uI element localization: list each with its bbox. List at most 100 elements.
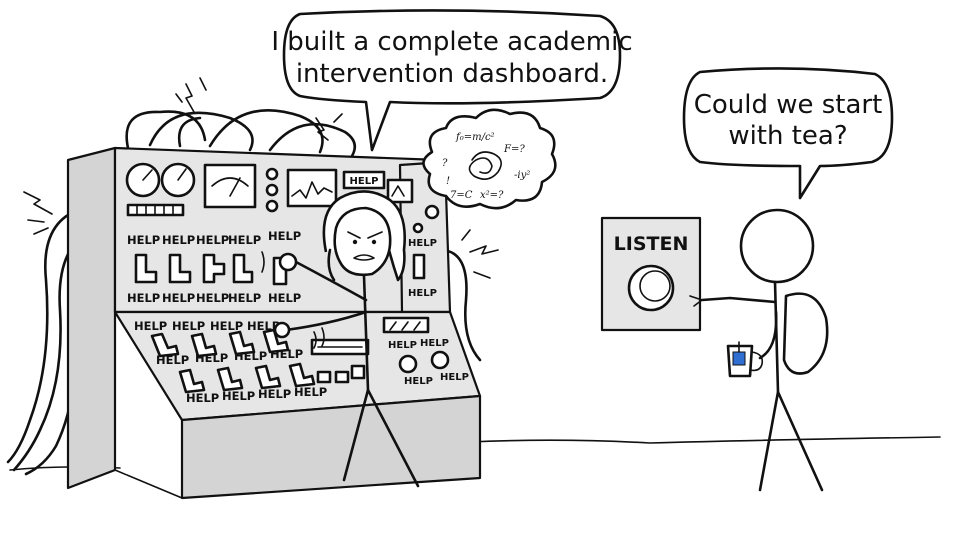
help-label: HELP (388, 340, 417, 351)
listen-sign: LISTEN (600, 216, 702, 332)
small-screen-graph (391, 185, 405, 197)
angry-brows (347, 231, 383, 239)
formula-text: 7=C (450, 190, 473, 201)
level-bar-ticks (136, 204, 174, 216)
console-base-edge (114, 469, 183, 499)
speech-bubble-left: I built a complete academic intervention… (271, 9, 633, 152)
speech-left-line1: I built a complete academic (271, 27, 632, 57)
help-label: HELP (210, 319, 243, 333)
speech-right-line2: with tea? (728, 121, 847, 151)
mug-handle (749, 351, 764, 372)
formula-text: ! (446, 176, 450, 187)
help-label: HELP (350, 176, 379, 187)
spark-marks (23, 77, 499, 279)
lever-switch (202, 253, 226, 284)
lever-switch (228, 330, 256, 356)
listen-label: LISTEN (614, 233, 689, 255)
square-button (334, 370, 350, 384)
help-label: HELP (134, 319, 167, 333)
tea-bag-tag (732, 351, 746, 366)
formula-text: f₀=m/c² (455, 132, 495, 143)
help-label: HELP (228, 291, 261, 305)
formula-text: x²=? (480, 190, 504, 201)
speech-right-line1: Could we start (694, 90, 883, 120)
help-label: HELP (127, 233, 160, 247)
formula-text: -iy² (514, 170, 530, 181)
help-label: HELP (440, 372, 469, 383)
knob (265, 167, 279, 181)
lever-switch (254, 364, 282, 390)
speech-bubble-right: Could we start with tea? (682, 67, 894, 200)
scribble-knot (468, 151, 502, 180)
help-label: HELP (162, 233, 195, 247)
meter-window (203, 163, 257, 209)
backpack (782, 292, 829, 375)
pointing-finger (689, 295, 703, 307)
lever-switch (168, 253, 192, 284)
lever-switch (232, 253, 254, 284)
hand (273, 321, 291, 339)
arm-down (284, 310, 368, 332)
meter-needle (211, 177, 249, 197)
thought-cloud: f₀=m/c² F=? ? -iy² 7=C x²=? ! (412, 108, 557, 234)
arm-holding-mug (758, 310, 778, 360)
arm-pointing (700, 296, 777, 304)
knob (265, 183, 279, 197)
body-line (773, 280, 780, 394)
stick-figure-character (689, 208, 829, 492)
knob (265, 199, 279, 213)
help-label: HELP (127, 291, 160, 305)
help-label: HELP (222, 389, 255, 403)
help-label: HELP (420, 338, 449, 349)
square-button (350, 364, 366, 380)
help-label: HELP (404, 376, 433, 387)
legs (342, 388, 420, 488)
thought-dot (424, 204, 440, 220)
motion-lines (261, 251, 325, 349)
lever-switch (134, 253, 158, 284)
help-tag-top (342, 170, 386, 190)
help-label: HELP (408, 288, 437, 299)
round-button (398, 354, 418, 374)
help-label: HELP (294, 385, 327, 399)
gauge-needle (142, 169, 153, 181)
lever-switch (288, 362, 316, 388)
help-label: HELP (268, 229, 301, 243)
listen-button[interactable] (627, 264, 675, 312)
body-line (362, 274, 370, 392)
oscilloscope-wave (291, 181, 333, 199)
oscilloscope-screen (286, 168, 338, 208)
console-side (66, 146, 117, 490)
help-label: HELP (408, 238, 437, 249)
help-label: HELP (196, 233, 229, 247)
gauge-needle (177, 168, 187, 181)
eye (352, 239, 358, 245)
help-label: HELP (258, 387, 291, 401)
speech-left-line2: intervention dashboard. (296, 59, 608, 89)
hair-strand (327, 248, 336, 282)
listen-button-rim (639, 270, 671, 302)
cables-top (125, 108, 357, 158)
formula-text: F=? (503, 144, 525, 155)
arm-up (294, 260, 368, 302)
desk-meter-marks (389, 321, 421, 331)
legs (758, 390, 824, 492)
head (739, 208, 815, 284)
lever-switch (216, 366, 244, 392)
face (333, 206, 392, 277)
help-label: HELP (186, 391, 219, 405)
cables-right (438, 248, 482, 362)
help-label: HELP (172, 319, 205, 333)
lever-switch (150, 332, 180, 358)
help-label: HELP (162, 291, 195, 305)
help-console: HELP HELP HELP HELP HELP HELP HELP HELP … (6, 77, 499, 500)
thought-dot (412, 222, 424, 234)
lever-switch (178, 368, 206, 394)
eye (371, 239, 377, 245)
round-button (430, 350, 450, 370)
help-label: HELP (228, 233, 261, 247)
gritted-mouth (353, 254, 375, 261)
formula-text: ? (442, 158, 448, 169)
lever-switch (412, 253, 426, 280)
